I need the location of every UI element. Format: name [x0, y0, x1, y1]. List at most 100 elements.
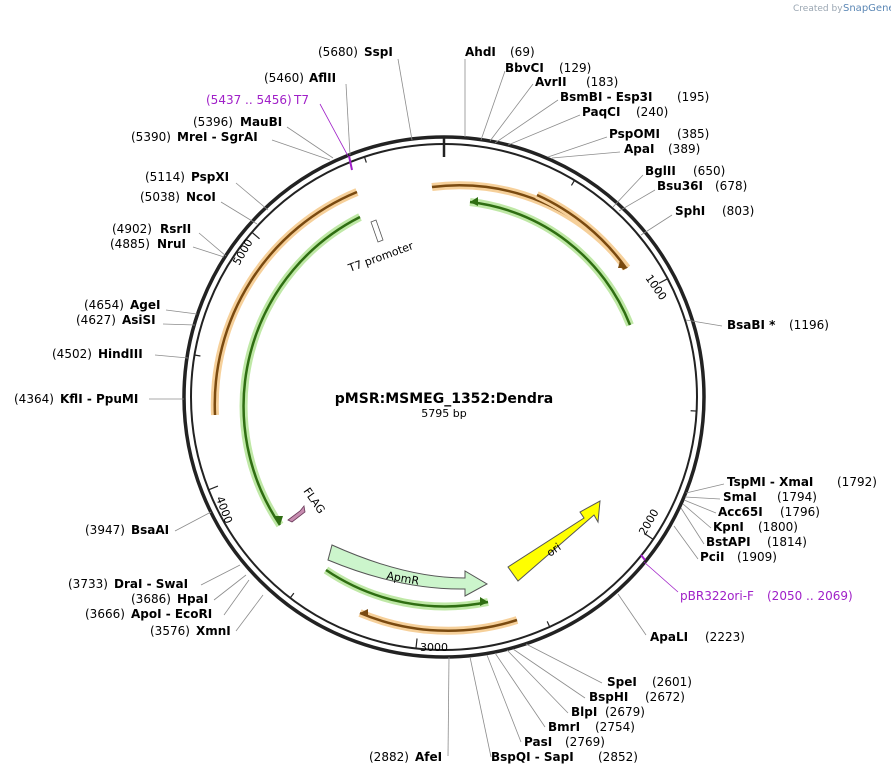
- enzyme-pos: (2672): [645, 690, 685, 704]
- enzyme-name: BsaBI *: [727, 318, 776, 332]
- enzyme-name: Acc65I: [718, 505, 763, 519]
- t7-promoter-arrow: [370, 219, 384, 243]
- enzyme-pos: (1814): [767, 535, 807, 549]
- enzyme-labels-left: (5680) SspI (5460) AflII (5396) MauBI (5…: [14, 45, 442, 764]
- enzyme-name: BsaAI: [131, 523, 169, 537]
- enzyme-name: NcoI: [186, 190, 216, 204]
- enzyme-name: KpnI: [713, 520, 744, 534]
- tick-label-3000: 3000: [420, 641, 448, 654]
- orf-arc-g: [325, 568, 489, 608]
- enzyme-name: HindIII: [98, 347, 143, 361]
- enzyme-pos: (2882): [369, 750, 409, 764]
- enzyme-pos: (5390): [131, 130, 171, 144]
- enzyme-name: BmrI: [548, 720, 580, 734]
- enzyme-name: ApoI - EcoRI: [131, 607, 212, 621]
- orf-b-arrowhead: [618, 261, 626, 268]
- flag-feature: [287, 505, 306, 523]
- enzyme-name: KflI - PpuMI: [60, 392, 138, 406]
- t7-primer-leader: [319, 103, 349, 157]
- enzyme-pos: (5396): [193, 115, 233, 129]
- tick-mark: [546, 621, 551, 628]
- enzyme-name: AgeI: [130, 298, 160, 312]
- orf-e-arrowhead: [470, 197, 478, 206]
- enzyme-labels-right: AhdI (69) BbvCI (129) AvrII (183) BsmBI …: [465, 45, 877, 764]
- enzyme-pos: (2769): [565, 735, 605, 749]
- enzyme-pos: (4627): [76, 313, 116, 327]
- orf-arc-b: [536, 193, 628, 269]
- enzyme-name: BglII: [645, 164, 676, 178]
- enzyme-pos: (5680): [318, 45, 358, 59]
- t7-primer-name: T7: [293, 93, 309, 107]
- t7-primer-mark: [348, 155, 353, 171]
- apmr-label: ApmR: [385, 569, 420, 588]
- pbr322-primer-pos: (2050 .. 2069): [767, 589, 853, 603]
- orf-arc-e: [469, 200, 632, 326]
- enzyme-name: AfeI: [415, 750, 442, 764]
- orf-g-arrowhead: [480, 597, 488, 606]
- enzyme-name: AhdI: [465, 45, 496, 59]
- enzyme-name: TspMI - XmaI: [727, 475, 813, 489]
- enzyme-pos: (1796): [780, 505, 820, 519]
- tick-mark: [363, 156, 367, 163]
- orf-arc-a: [431, 184, 628, 269]
- orf-arc-e-glow: [469, 198, 634, 327]
- enzyme-pos: (3576): [150, 624, 190, 638]
- tick-mark: [570, 179, 576, 186]
- apmr-feature: [327, 544, 489, 597]
- enzyme-name: PspOMI: [609, 127, 660, 141]
- enzyme-name: BbvCI: [505, 61, 544, 75]
- enzyme-name: NruI: [157, 237, 186, 251]
- enzyme-pos: (69): [510, 45, 535, 59]
- tick-mark: [415, 638, 418, 649]
- enzyme-pos: (2223): [705, 630, 745, 644]
- orf-arc-c: [213, 190, 358, 416]
- enzyme-pos: (2601): [652, 675, 692, 689]
- enzyme-name: PaqCI: [582, 105, 620, 119]
- orf-d-arrowhead: [360, 609, 368, 617]
- enzyme-pos: (1196): [789, 318, 829, 332]
- plasmid-name: pMSR:MSMEG_1352:Dendra: [335, 391, 553, 407]
- enzyme-pos: (2754): [595, 720, 635, 734]
- enzyme-pos: (3947): [85, 523, 125, 537]
- enzyme-name: AsiSI: [122, 313, 156, 327]
- orf-arc-d: [359, 611, 518, 632]
- tick-mark: [208, 485, 219, 491]
- enzyme-name: PciI: [700, 550, 725, 564]
- t7-primer-pos: (5437 .. 5456): [206, 93, 292, 107]
- tick-mark: [251, 231, 260, 240]
- enzyme-name: BsmBI - Esp3I: [560, 90, 652, 104]
- orf-arc-c-glow: [210, 188, 359, 416]
- enzyme-pos: (1792): [837, 475, 877, 489]
- enzyme-name: PspXI: [191, 170, 229, 184]
- enzyme-name: BspQI - SapI: [491, 750, 574, 764]
- enzyme-pos: (4654): [84, 298, 124, 312]
- orf-f-arrowhead: [274, 516, 283, 525]
- tick-mark: [289, 592, 295, 599]
- enzyme-pos: (3733): [68, 577, 108, 591]
- pbr322-primer-name: pBR322ori-F: [680, 589, 754, 603]
- enzyme-pos: (4364): [14, 392, 54, 406]
- enzyme-name: MauBI: [240, 115, 282, 129]
- enzyme-name: ApaI: [624, 142, 654, 156]
- enzyme-name: PasI: [524, 735, 552, 749]
- enzyme-pos: (5114): [145, 170, 185, 184]
- pbr322-primer-mark: [640, 554, 646, 561]
- leader-lines-right: [464, 59, 725, 758]
- enzyme-pos: (5038): [140, 190, 180, 204]
- primer-labels: (5437 .. 5456) T7 pBR322ori-F (2050 .. 2…: [206, 93, 853, 603]
- tick-mark: [658, 278, 668, 284]
- enzyme-name: SspI: [364, 45, 393, 59]
- enzyme-name: MreI - SgrAI: [177, 130, 258, 144]
- enzyme-name: BlpI: [571, 705, 597, 719]
- enzyme-pos: (240): [636, 105, 668, 119]
- enzyme-pos: (1800): [758, 520, 798, 534]
- enzyme-pos: (129): [559, 61, 591, 75]
- t7-promoter-label: T7 promoter: [346, 239, 416, 275]
- enzyme-name: AflII: [309, 71, 336, 85]
- enzyme-name: RsrII: [160, 222, 191, 236]
- leader-lines-left: [149, 58, 450, 757]
- enzyme-pos: (803): [722, 204, 754, 218]
- enzyme-name: Bsu36I: [657, 179, 703, 193]
- enzyme-pos: (3666): [85, 607, 125, 621]
